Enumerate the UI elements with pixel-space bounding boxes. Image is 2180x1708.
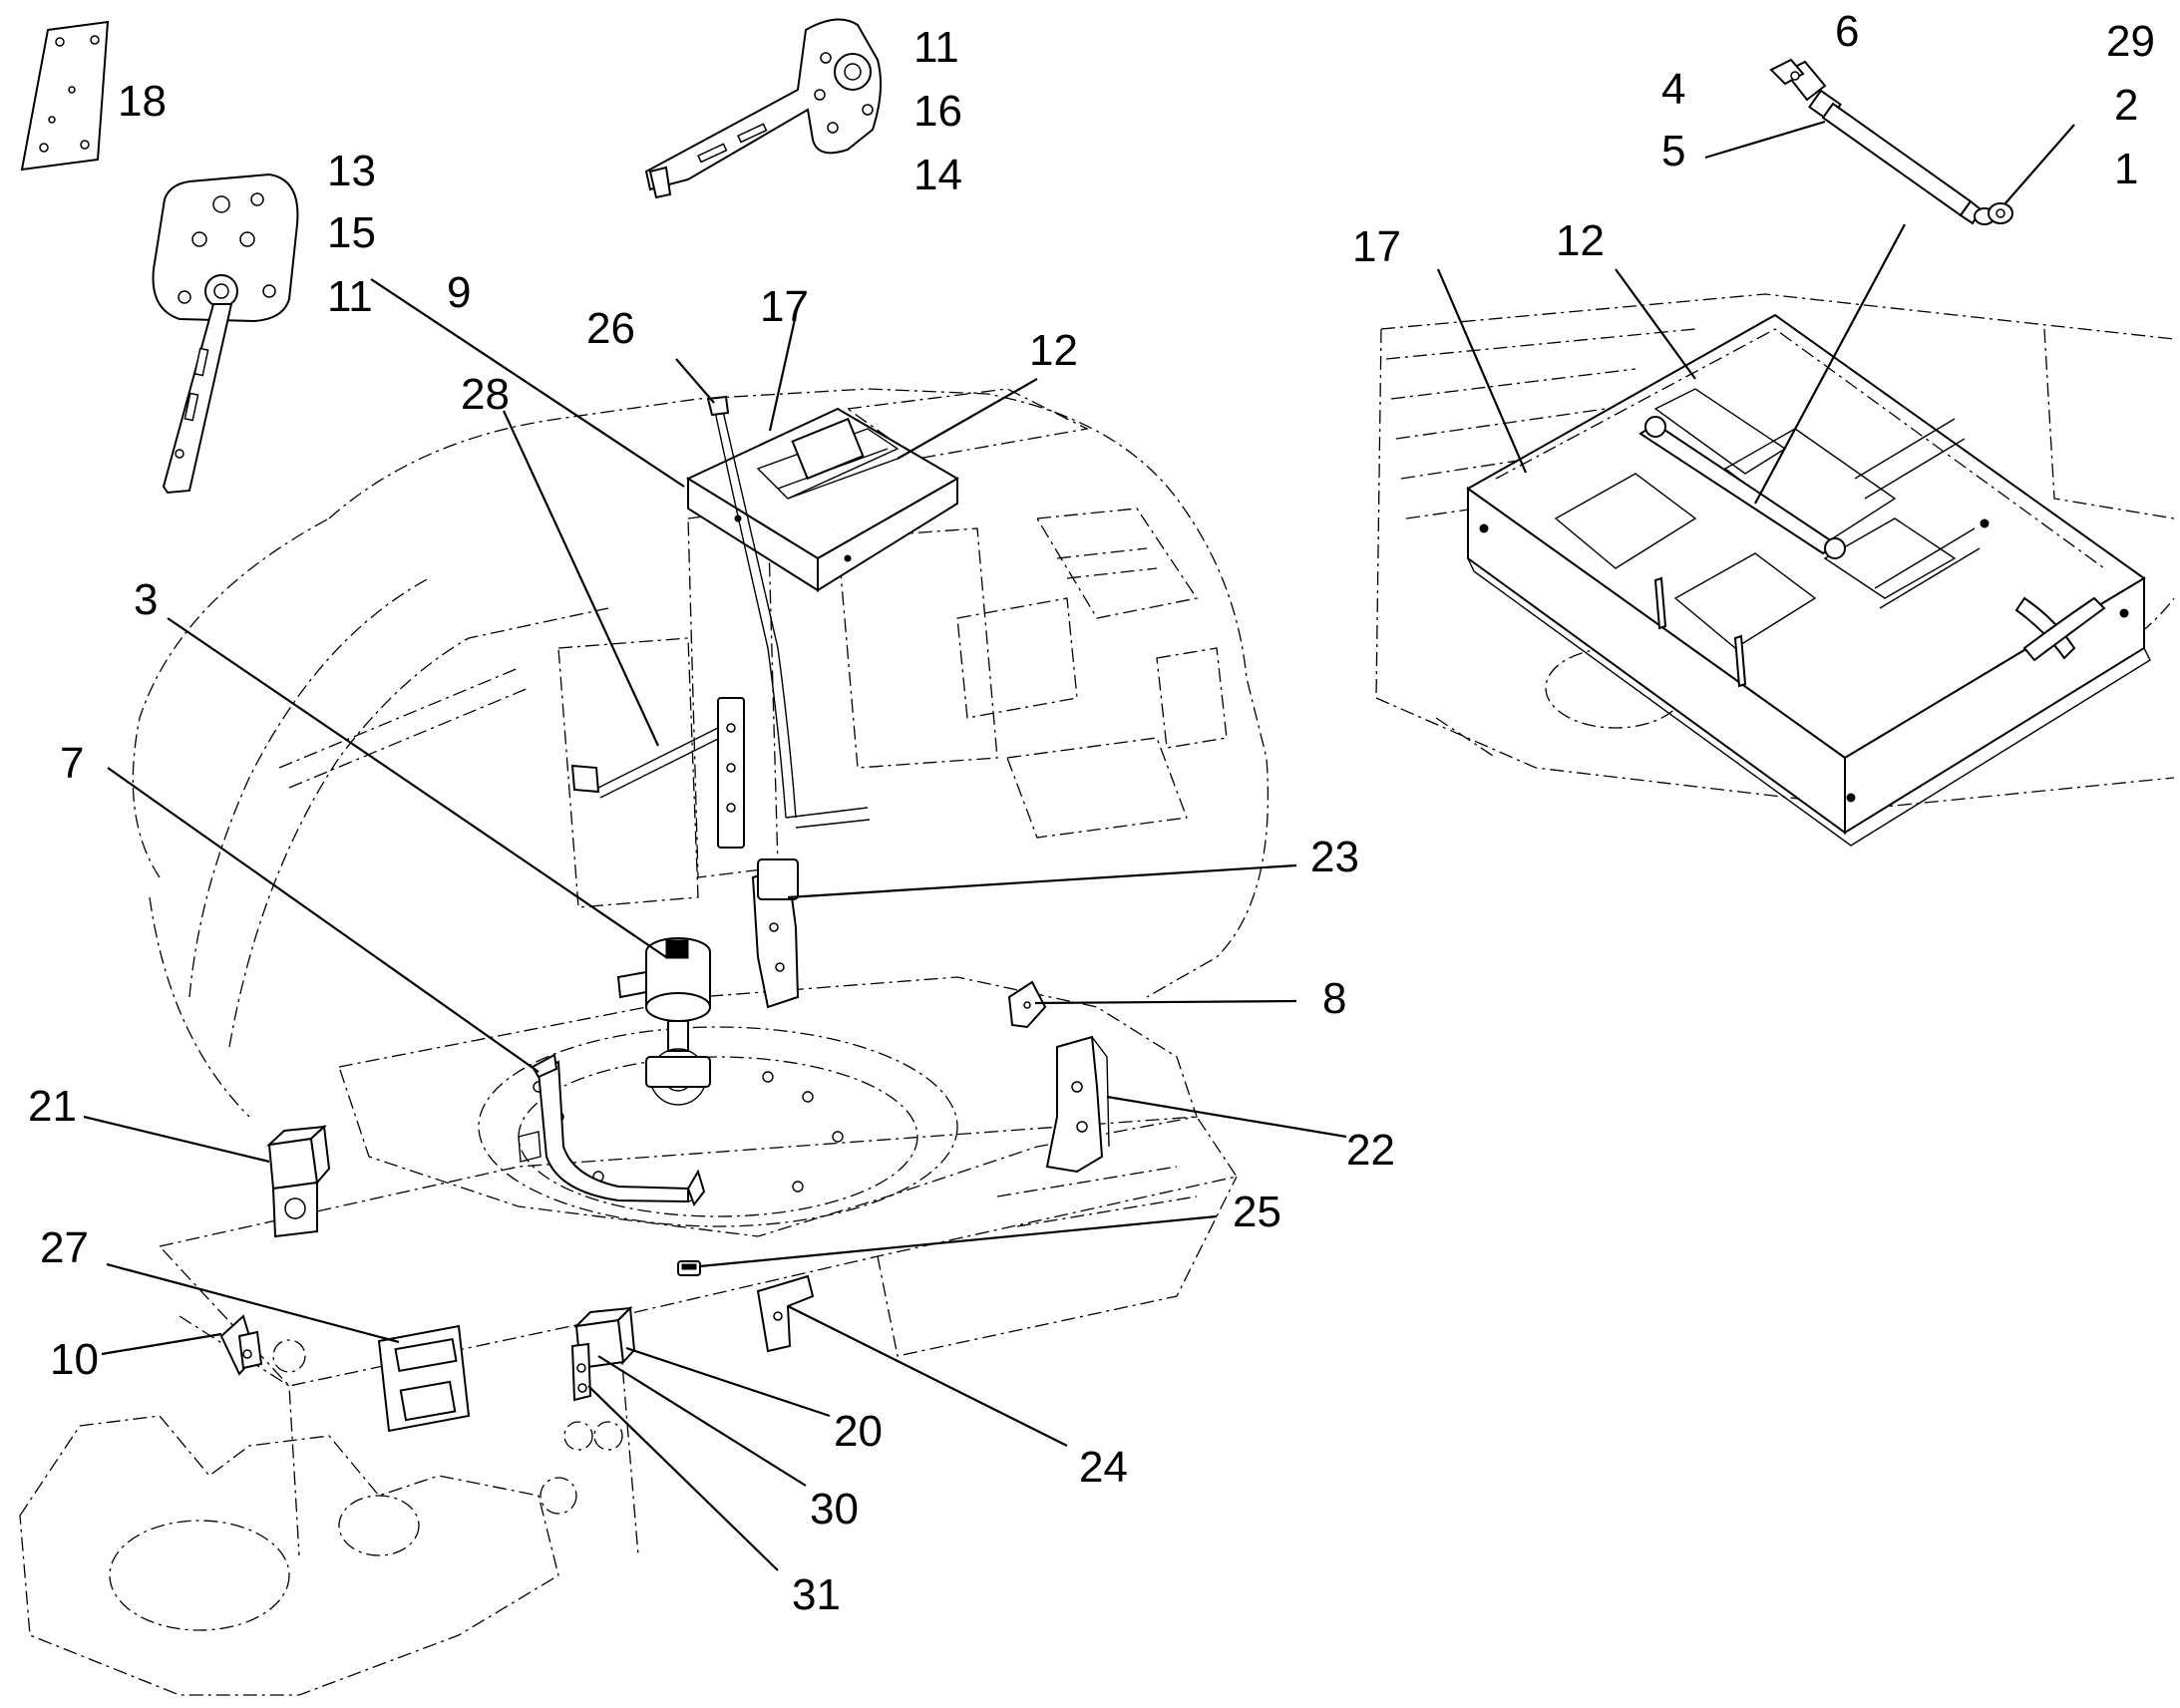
callout-9: 9 (447, 268, 471, 317)
callout-24: 24 (1079, 1443, 1128, 1492)
callout-22: 22 (1346, 1126, 1395, 1175)
part-7-bracket (518, 1053, 706, 1207)
callout-5: 5 (1661, 127, 1685, 175)
part-13-bracket (152, 172, 299, 495)
callout-20: 20 (834, 1407, 883, 1456)
callout-14: 14 (913, 151, 962, 199)
callout-12: 12 (1029, 326, 1078, 375)
part-27-plate (377, 1324, 471, 1433)
part-22-bracket (1045, 1035, 1110, 1174)
part-20-light (570, 1305, 636, 1402)
callout-27: 27 (40, 1223, 89, 1272)
callout-4: 4 (1661, 65, 1685, 114)
callout-21: 21 (28, 1082, 77, 1131)
callout-16: 16 (913, 87, 962, 136)
part-28-rod (570, 697, 745, 849)
callout-11: 11 (327, 272, 373, 321)
callout-15: 15 (327, 208, 376, 257)
callout-28: 28 (461, 370, 510, 419)
callout-17: 17 (760, 282, 809, 331)
callout-23: 23 (1310, 833, 1359, 881)
part-6-gas-strut (1769, 58, 2013, 225)
part-17-box (685, 407, 959, 592)
callout-11: 11 (913, 23, 959, 72)
callout-30: 30 (810, 1485, 859, 1534)
callout-13: 13 (327, 147, 376, 195)
callout-10: 10 (50, 1335, 99, 1384)
part-21-light (265, 1124, 331, 1238)
callout-26: 26 (586, 304, 635, 353)
callout-18: 18 (118, 77, 167, 126)
callout-labels: 18 13 15 11 11 16 14 9 26 17 12 28 3 7 2… (28, 7, 2155, 1619)
inset-box-assembly (1375, 293, 2175, 847)
part-25-nut (677, 1260, 701, 1276)
part-8-clip (1007, 980, 1047, 1029)
callout-29: 29 (2106, 17, 2155, 66)
callout-3: 3 (134, 575, 158, 624)
callout-8: 8 (1322, 974, 1346, 1023)
callout-2: 2 (2114, 81, 2138, 130)
callout-17: 17 (1352, 222, 1401, 271)
part-26-cable (706, 395, 871, 829)
callout-31: 31 (792, 1570, 841, 1619)
part-11-bracket (644, 18, 882, 199)
callout-7: 7 (60, 739, 84, 788)
part-18-plate (20, 20, 110, 171)
callout-1: 1 (2114, 145, 2138, 193)
callout-12: 12 (1556, 216, 1605, 265)
callout-25: 25 (1233, 1188, 1281, 1236)
leader-lines (83, 120, 2075, 1571)
callout-6: 6 (1835, 7, 1859, 56)
part-10-latch (219, 1314, 263, 1376)
part-3-motor (616, 937, 711, 1106)
part-23-switch (751, 858, 800, 1009)
